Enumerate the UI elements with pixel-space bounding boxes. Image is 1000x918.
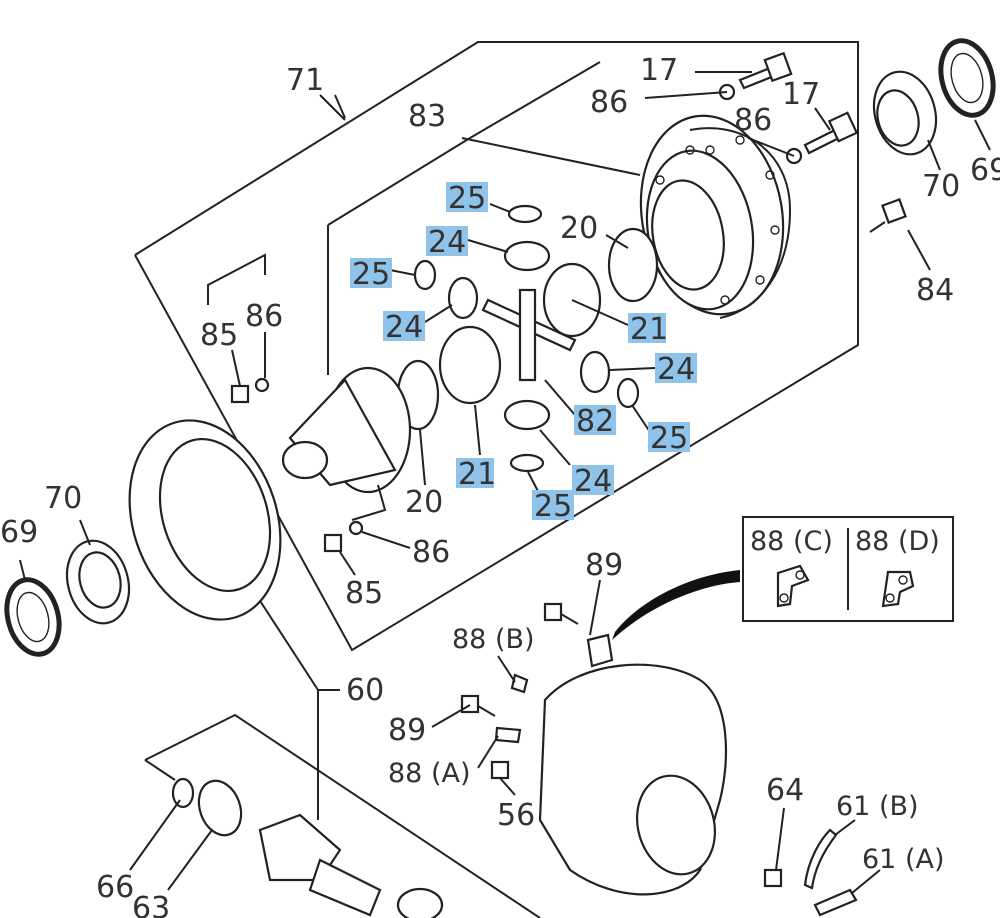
- callout-56: 56: [497, 798, 535, 833]
- highlight-21-left: 21: [458, 457, 496, 492]
- callout-89-lower: 89: [388, 713, 426, 748]
- callout-labels: 71 17 86 17 86 83 70 69 84 20 85 86 20 8…: [0, 53, 1000, 918]
- callout-86-upper: 86: [590, 85, 628, 120]
- callout-88b: 88 (B): [452, 624, 535, 655]
- clip-88b: [510, 673, 529, 694]
- callout-88d: 88 (D): [855, 526, 940, 557]
- inset-box-88: [612, 516, 954, 640]
- callout-61a: 61 (A): [862, 844, 944, 875]
- callout-66: 66: [96, 870, 134, 905]
- leader-lines: [19, 71, 991, 894]
- callout-60: 60: [346, 673, 384, 708]
- side-gear-21-left: [438, 325, 502, 405]
- callout-63: 63: [132, 891, 170, 918]
- stud-61a: [813, 888, 858, 917]
- callout-17-upper: 17: [640, 53, 678, 88]
- highlight-24-top: 24: [428, 225, 466, 260]
- thrust-washer-25-bottom: [509, 453, 545, 473]
- nut-64: [763, 868, 783, 888]
- bearing-left: [65, 539, 131, 625]
- callout-83: 83: [408, 99, 446, 134]
- highlight-25-bottom: 25: [534, 489, 572, 524]
- callout-86-left-lower: 86: [412, 535, 450, 570]
- bolt-89-lower: [460, 694, 496, 717]
- differential-case-flange: [639, 114, 792, 319]
- stud-61b: [803, 828, 838, 890]
- callout-69-right: 69: [970, 153, 1000, 188]
- bracket-89: [586, 633, 614, 668]
- callout-86-left-upper: 86: [245, 299, 283, 334]
- callout-20-right: 20: [560, 211, 598, 246]
- bolt-17-lower: [803, 111, 859, 155]
- washer-86-left-lower: [348, 520, 364, 536]
- ring-gear: [128, 419, 282, 621]
- highlight-24-right: 24: [657, 352, 695, 387]
- callout-61b: 61 (B): [836, 791, 919, 822]
- bearing-bottom: [396, 887, 444, 918]
- shim-right: [938, 38, 996, 118]
- callout-84: 84: [916, 273, 954, 308]
- differential-case-left: [281, 366, 412, 494]
- highlight-21-right: 21: [630, 312, 668, 347]
- pinion-gear-24-right: [579, 350, 611, 394]
- bearing-63: [197, 779, 243, 837]
- callout-70-right: 70: [922, 169, 960, 204]
- drive-pinion: [258, 813, 382, 917]
- highlight-25-left: 25: [352, 257, 390, 292]
- bolt-84: [869, 198, 907, 233]
- bolt-17-upper: [738, 51, 793, 90]
- clip-88a: [494, 726, 522, 744]
- shim-left: [4, 577, 62, 657]
- highlight-24-left: 24: [385, 310, 423, 345]
- shim-20-right: [607, 227, 659, 303]
- callout-69-left: 69: [0, 515, 38, 550]
- highlight-82: 82: [576, 404, 614, 439]
- nut-85-lower: [323, 533, 343, 553]
- callout-20-left: 20: [405, 485, 443, 520]
- spider-cross-82: [481, 288, 577, 382]
- callout-89-upper: 89: [585, 548, 623, 583]
- bolt-89-upper: [543, 602, 579, 625]
- bolt-56: [490, 760, 510, 780]
- highlight-24-bottom: 24: [574, 464, 612, 499]
- callout-71: 71: [286, 63, 324, 98]
- callout-85-lower: 85: [345, 576, 383, 611]
- highlight-25-top: 25: [448, 181, 486, 216]
- thrust-washer-25-right: [616, 377, 640, 409]
- shim-66: [171, 777, 195, 809]
- callout-64: 64: [766, 773, 804, 808]
- callout-88a: 88 (A): [388, 758, 470, 789]
- callout-70-left: 70: [44, 481, 82, 516]
- pinion-gear-24-bottom: [503, 399, 551, 431]
- carrier-housing: [538, 663, 728, 896]
- callout-85-upper: 85: [200, 318, 238, 353]
- pinion-gear-24-top: [503, 240, 551, 272]
- callout-88c: 88 (C): [750, 526, 833, 557]
- washer-86-left-upper: [254, 377, 270, 393]
- highlight-25-right: 25: [650, 421, 688, 456]
- callout-86-lower: 86: [734, 103, 772, 138]
- thrust-washer-25-left: [413, 259, 437, 291]
- bearing-right: [872, 70, 938, 156]
- thrust-washer-25-top: [507, 204, 543, 224]
- group-outline-60: [144, 569, 541, 918]
- group-outline-71: [134, 41, 859, 652]
- callout-17-lower: 17: [782, 77, 820, 112]
- highlighted-callouts: 25 24 25 24 21 24 82 25 21 24 25: [350, 181, 697, 524]
- nut-85-upper: [230, 384, 250, 404]
- pinion-gear-24-left: [447, 276, 479, 320]
